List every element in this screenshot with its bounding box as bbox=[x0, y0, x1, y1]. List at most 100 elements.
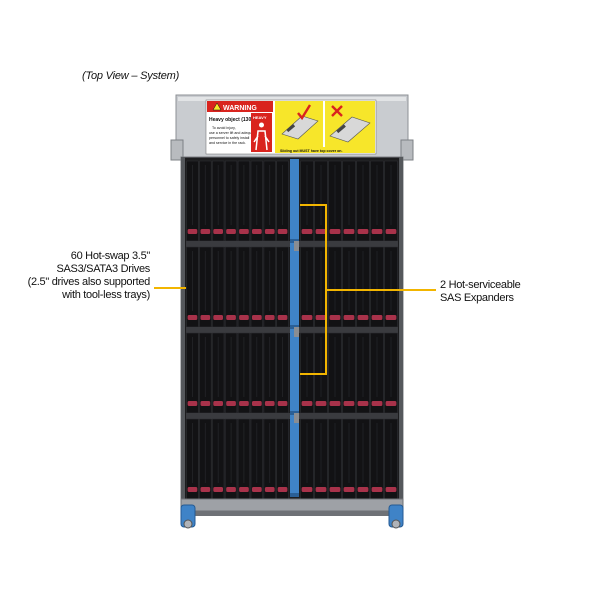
drives-callout: 60 Hot-swap 3.5" SAS3/SATA3 Drives (2.5"… bbox=[27, 250, 151, 302]
rail-segments bbox=[290, 159, 299, 497]
top-cover-bevel bbox=[178, 97, 406, 101]
drive-led bbox=[226, 487, 236, 492]
drive-led bbox=[252, 229, 262, 234]
drive-led bbox=[329, 229, 341, 234]
drive-led bbox=[239, 487, 249, 492]
rail-connector bbox=[294, 327, 299, 337]
bottom-bar bbox=[190, 511, 394, 516]
bottom-frame bbox=[180, 498, 404, 512]
drives-callout-line-0: 60 Hot-swap 3.5" bbox=[70, 250, 151, 262]
drive-led bbox=[226, 315, 236, 320]
left-ear bbox=[170, 139, 184, 161]
drive-led bbox=[301, 487, 313, 492]
drive-led bbox=[264, 229, 275, 234]
drive-led bbox=[277, 487, 288, 492]
drive-led bbox=[301, 315, 313, 320]
drive-led bbox=[371, 401, 383, 406]
drive-led bbox=[277, 229, 288, 234]
cross-icon bbox=[331, 105, 343, 117]
rail-segment bbox=[290, 247, 299, 329]
drive-led bbox=[187, 487, 198, 492]
drive-led bbox=[385, 401, 397, 406]
chassis-left-edge bbox=[181, 157, 185, 499]
drive-led bbox=[277, 315, 288, 320]
drive-led bbox=[226, 401, 236, 406]
drive-led bbox=[226, 229, 236, 234]
drive-led bbox=[187, 229, 198, 234]
drive-led bbox=[187, 401, 198, 406]
drive-led bbox=[343, 401, 355, 406]
drive-led bbox=[200, 487, 211, 492]
warning-line-2: personnel to safely install bbox=[209, 136, 250, 140]
expanders-callout: 2 Hot-serviceable SAS Expanders bbox=[440, 279, 521, 305]
drive-led bbox=[329, 401, 341, 406]
warning-line-0: To avoid injury, bbox=[212, 126, 236, 130]
rail-segment bbox=[290, 159, 299, 243]
drive-led bbox=[252, 401, 262, 406]
drive-led bbox=[357, 315, 369, 320]
drives-callout-line-1: SAS3/SATA3 Drives bbox=[56, 263, 150, 275]
drive-bays bbox=[186, 160, 398, 505]
drive-led bbox=[315, 487, 327, 492]
drive-led bbox=[213, 401, 223, 406]
drive-led bbox=[264, 401, 275, 406]
warning-triangle-icon bbox=[212, 102, 222, 111]
chassis-right-edge bbox=[399, 157, 403, 499]
expanders-callout-line-0: 2 Hot-serviceable bbox=[440, 279, 521, 291]
drive-led bbox=[385, 487, 397, 492]
right-ear bbox=[400, 139, 414, 161]
drive-led bbox=[277, 401, 288, 406]
warning-heading: Heavy object (130KG) bbox=[209, 117, 261, 123]
drive-led bbox=[315, 401, 327, 406]
left-latch-knob bbox=[183, 519, 193, 529]
drive-led bbox=[213, 229, 223, 234]
rail-connector bbox=[294, 241, 299, 251]
drive-led bbox=[315, 315, 327, 320]
drive-led bbox=[343, 229, 355, 234]
rail-joint bbox=[290, 493, 299, 497]
rail-segment bbox=[290, 333, 299, 415]
drive-led bbox=[385, 229, 397, 234]
warning-line-1: use a server lift and adequate bbox=[209, 131, 256, 135]
drive-led bbox=[264, 315, 275, 320]
drive-led bbox=[187, 315, 198, 320]
right-latch-knob bbox=[391, 519, 401, 529]
check-icon bbox=[297, 104, 312, 121]
drive-led bbox=[239, 229, 249, 234]
drive-led bbox=[371, 487, 383, 492]
warning-line-3: and service in the rack. bbox=[209, 141, 246, 145]
drive-led bbox=[301, 229, 313, 234]
drives-callout-line-3: with tool-less trays) bbox=[62, 289, 150, 301]
rail-segment bbox=[290, 419, 299, 497]
drive-led bbox=[213, 315, 223, 320]
rail-ok-picture bbox=[281, 115, 319, 140]
rail-no-picture bbox=[329, 116, 371, 143]
drive-led bbox=[200, 401, 211, 406]
drive-led bbox=[239, 401, 249, 406]
drive-led bbox=[301, 401, 313, 406]
drive-led bbox=[371, 315, 383, 320]
rail-connector bbox=[294, 413, 299, 423]
expanders-callout-line-1: SAS Expanders bbox=[440, 292, 514, 304]
caption: (Top View – System) bbox=[82, 70, 180, 82]
drive-led bbox=[213, 487, 223, 492]
drive-led bbox=[357, 229, 369, 234]
drive-led bbox=[343, 315, 355, 320]
drive-led bbox=[371, 229, 383, 234]
drive-led bbox=[252, 487, 262, 492]
drive-led bbox=[315, 229, 327, 234]
drives-callout-line-2: (2.5" drives also supported bbox=[27, 276, 151, 288]
drive-led bbox=[385, 315, 397, 320]
warning-label: WARNING Heavy object (130KG) To avoid in… bbox=[205, 99, 377, 155]
drive-led bbox=[252, 315, 262, 320]
drive-led bbox=[200, 229, 211, 234]
drive-led bbox=[329, 315, 341, 320]
drive-led bbox=[200, 315, 211, 320]
drive-led bbox=[343, 487, 355, 492]
drive-led bbox=[239, 315, 249, 320]
drive-led bbox=[357, 487, 369, 492]
drive-led bbox=[357, 401, 369, 406]
drive-led bbox=[329, 487, 341, 492]
label-footer: Sliding out MUST have top cover on. bbox=[280, 149, 343, 153]
